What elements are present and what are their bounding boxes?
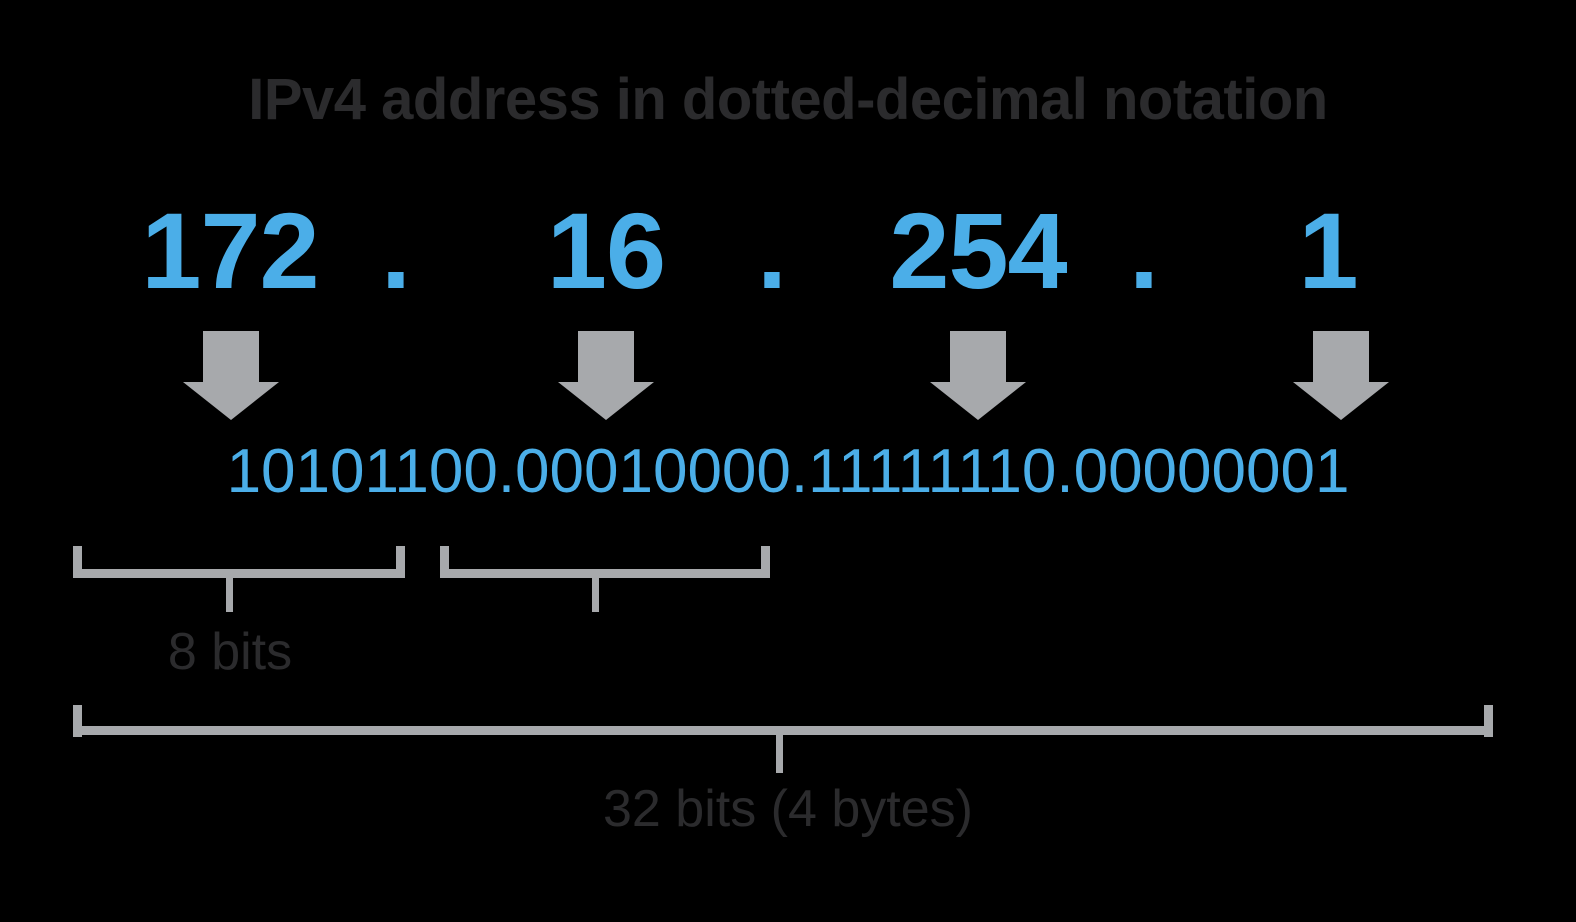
bracket-tick-left xyxy=(73,546,82,578)
bracket-bar xyxy=(440,569,770,578)
bracket-stem-full xyxy=(776,735,783,773)
bracket-bar xyxy=(73,569,405,578)
decimal-separator-2: . xyxy=(756,190,787,311)
decimal-octet-2: 16 xyxy=(546,190,666,311)
decimal-octet-4: 1 xyxy=(1298,190,1358,311)
octet-bits-label: 8 bits xyxy=(167,623,293,681)
decimal-separator-1: . xyxy=(380,190,411,311)
bracket-tick-right xyxy=(1484,705,1493,737)
dotted-decimal-row: 172 . 16 . 254 . 1 xyxy=(0,196,1576,316)
decimal-octet-1: 172 xyxy=(141,190,319,311)
bracket-bar xyxy=(73,726,1493,735)
bracket-octet-2 xyxy=(440,546,770,578)
page-title: IPv4 address in dotted-decimal notation xyxy=(248,67,1328,132)
bracket-tick-right xyxy=(761,546,770,578)
arrow-down-icon xyxy=(183,331,279,420)
bracket-tick-right xyxy=(396,546,405,578)
bracket-tick-left xyxy=(73,705,82,737)
arrow-down-icon xyxy=(1293,331,1389,420)
arrow-down-icon xyxy=(558,331,654,420)
bracket-stem-octet-2 xyxy=(592,578,599,612)
decimal-octet-3: 254 xyxy=(889,190,1067,311)
total-bits-label: 32 bits (4 bytes) xyxy=(603,780,973,838)
bracket-full-address xyxy=(73,705,1493,737)
binary-address: 10101100.00010000.11111110.00000001 xyxy=(226,437,1350,506)
arrow-down-icon xyxy=(930,331,1026,420)
bracket-stem-octet-1 xyxy=(226,578,233,612)
decimal-separator-3: . xyxy=(1128,190,1159,311)
bracket-octet-1 xyxy=(73,546,405,578)
bracket-tick-left xyxy=(440,546,449,578)
